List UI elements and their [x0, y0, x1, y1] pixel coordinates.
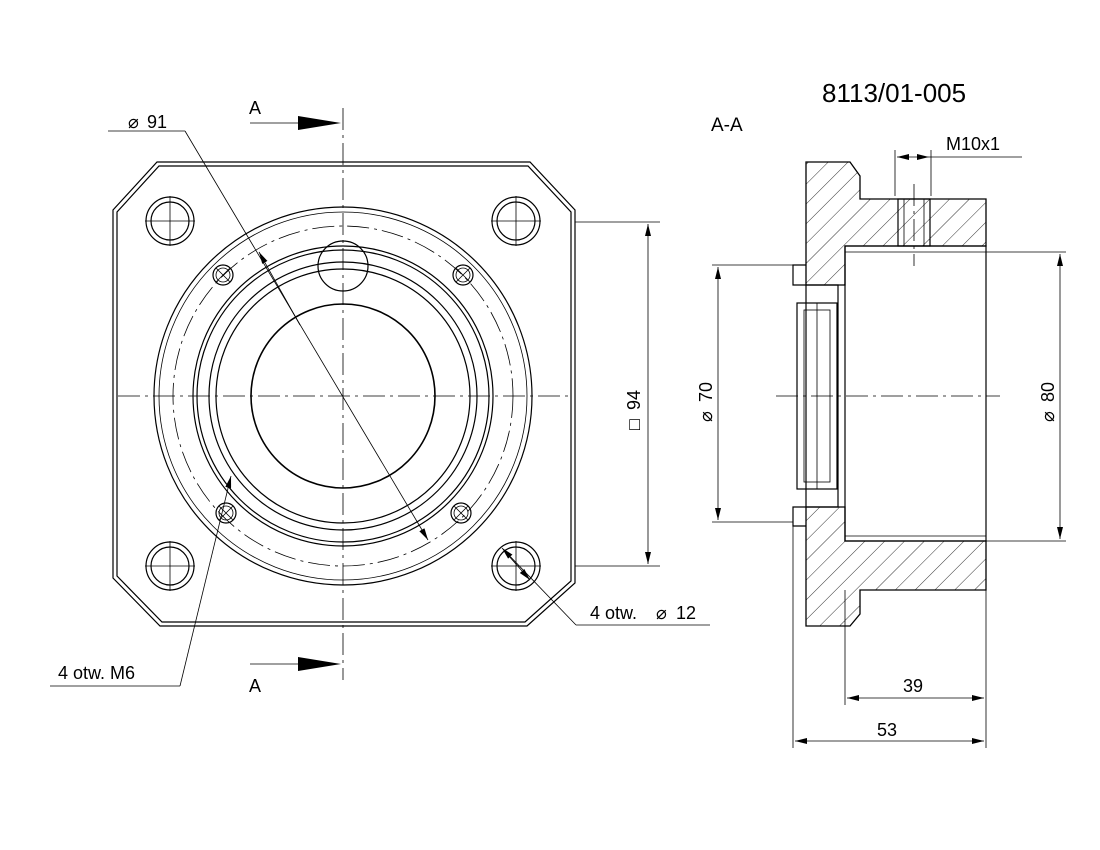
m6-hole-tl — [212, 264, 234, 286]
holes-d12-prefix: 4 otw. — [590, 603, 637, 623]
d12-leader-line — [501, 547, 577, 626]
corner-hole-br — [491, 541, 541, 591]
d91-symbol: ⌀ — [128, 112, 139, 132]
holes-d12-symbol: ⌀ — [656, 603, 667, 623]
section-view: 8113/01-005 A-A M10x1 ⌀ — [696, 78, 1066, 748]
drawing-number: 8113/01-005 — [822, 78, 966, 108]
sq94-symbol: □ — [624, 419, 644, 430]
d12-leader-arrow2 — [507, 554, 531, 581]
corner-hole-tr — [491, 196, 541, 246]
section-marker-bottom: A — [249, 676, 261, 696]
flange-step-top — [792, 264, 806, 286]
section-arrow-top — [250, 116, 341, 130]
flange-outline-outer — [112, 161, 576, 627]
m6-hole-br — [450, 502, 472, 524]
front-view: A A ⌀ 91 □ 94 4 otw. M6 4 otw. ⌀ 12 — [50, 98, 710, 696]
len39-value: 39 — [903, 676, 923, 696]
m6-hole-bl — [215, 502, 237, 524]
flange-step-bottom — [792, 506, 806, 527]
d91-dimension-arrow-start — [258, 251, 301, 326]
len53-value: 53 — [877, 720, 897, 740]
corner-hole-tl — [145, 196, 195, 246]
bore-outline — [844, 245, 987, 542]
section-arrow-bottom — [250, 657, 341, 671]
m6-leader-line — [179, 475, 232, 687]
holes-d12-value: 12 — [676, 603, 696, 623]
flange-outline-inner — [116, 165, 572, 623]
section-hatch-bottom — [805, 506, 987, 627]
m10-label: M10x1 — [946, 134, 1000, 154]
m6-hole-tr — [452, 264, 474, 286]
holes-m6-label: 4 otw. M6 — [58, 663, 135, 683]
d70-symbol: ⌀ — [696, 411, 716, 422]
d91-value: 91 — [147, 112, 167, 132]
d80-symbol: ⌀ — [1038, 411, 1058, 422]
d80-value: 80 — [1038, 382, 1058, 402]
sq94-value: 94 — [624, 390, 644, 410]
d70-value: 70 — [696, 382, 716, 402]
corner-hole-bl — [145, 541, 195, 591]
section-hatch-top — [805, 161, 987, 286]
section-marker-top: A — [249, 98, 261, 118]
section-label: A-A — [711, 115, 743, 136]
d91-dimension-line — [184, 130, 429, 541]
